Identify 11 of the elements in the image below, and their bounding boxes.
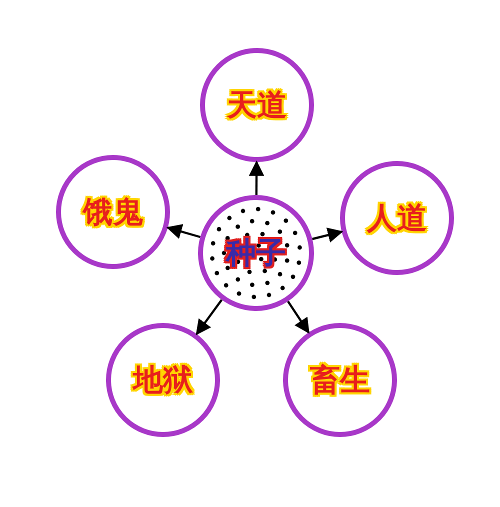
arrow bbox=[248, 160, 264, 195]
node-label: 地狱 bbox=[133, 362, 193, 400]
arrow bbox=[196, 299, 223, 336]
node-label: 人道 bbox=[367, 200, 427, 238]
node-label: 饿鬼 bbox=[83, 194, 143, 232]
node-label: 种子 bbox=[226, 234, 286, 272]
node-label: 天道 bbox=[227, 86, 287, 124]
arrow bbox=[287, 300, 310, 334]
arrow bbox=[166, 224, 200, 239]
node-label: 畜生 bbox=[310, 362, 370, 400]
arrow bbox=[312, 228, 344, 243]
